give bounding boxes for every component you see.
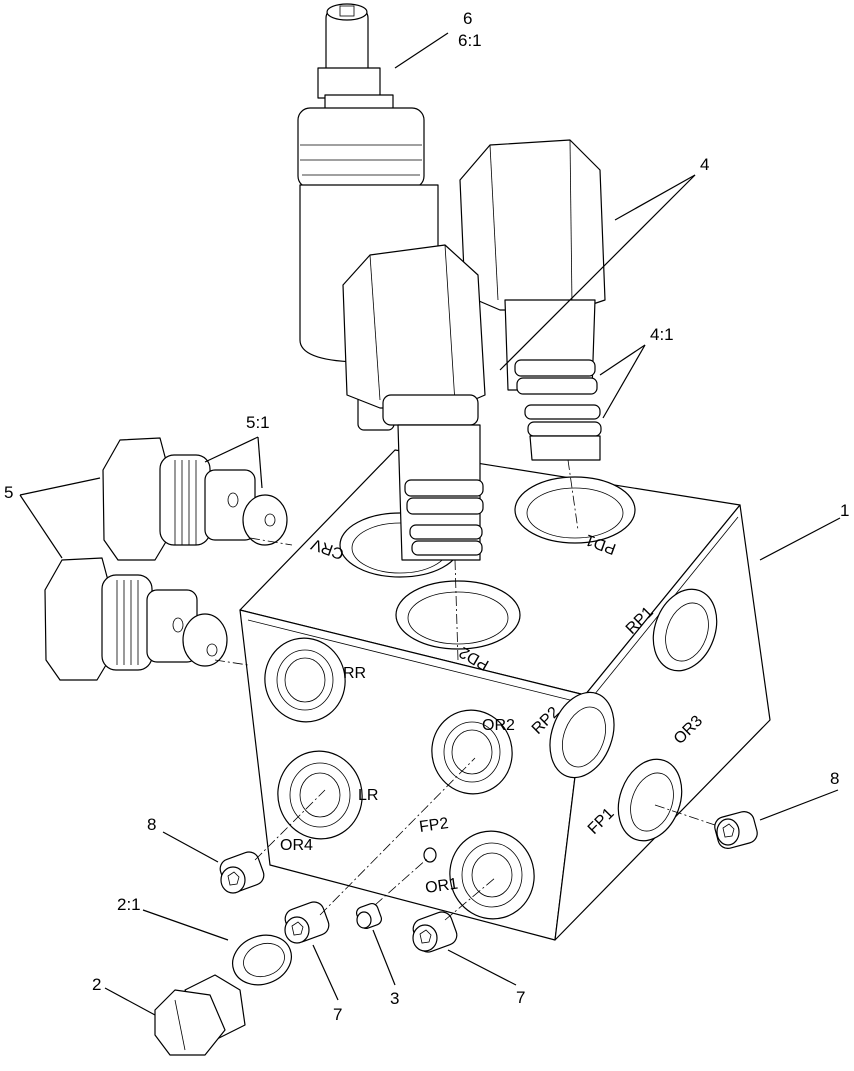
cartridge-5-upper xyxy=(102,437,288,561)
callout-4: 4 xyxy=(700,155,709,174)
port-label-or1: OR1 xyxy=(424,876,459,897)
front-port-fp2-hole xyxy=(423,847,437,863)
check-valve-cartridge-4-right xyxy=(459,139,606,461)
callout-8-right: 8 xyxy=(830,769,839,788)
orifice-3 xyxy=(355,902,383,930)
check-valve-cartridge-4-left xyxy=(342,244,486,561)
right-port-rp1 xyxy=(652,588,718,672)
set-screw-8-left xyxy=(219,851,265,894)
plug-7-left xyxy=(284,901,330,944)
callout-8-left: 8 xyxy=(147,815,156,834)
callout-5-1: 5:1 xyxy=(246,413,270,432)
port-label-or4: OR4 xyxy=(280,837,313,854)
top-port-pd2 xyxy=(395,580,521,650)
leader-lines xyxy=(19,32,841,1016)
front-port-or2 xyxy=(431,709,513,795)
right-port-or3 xyxy=(617,758,683,842)
callout-6-1: 6:1 xyxy=(458,31,482,50)
plug-7-right xyxy=(412,911,458,953)
right-port-rp2 xyxy=(549,691,615,779)
port-label-rr: RR xyxy=(343,665,366,682)
plug-2 xyxy=(154,974,246,1056)
front-port-or1 xyxy=(449,830,535,920)
callout-4-1: 4:1 xyxy=(650,325,674,344)
set-screw-8-right xyxy=(714,811,758,849)
port-label-or2: OR2 xyxy=(482,717,515,734)
cartridge-5-lower xyxy=(44,557,228,681)
callout-1: 1 xyxy=(840,501,849,520)
callout-2-1: 2:1 xyxy=(117,895,141,914)
callout-2: 2 xyxy=(92,975,101,994)
callout-7-right: 7 xyxy=(516,988,525,1007)
callout-3: 3 xyxy=(390,989,399,1008)
port-label-lr: LR xyxy=(358,787,378,804)
port-label-fp2: FP2 xyxy=(418,815,450,836)
callout-5: 5 xyxy=(4,483,13,502)
o-ring-2-1 xyxy=(232,934,292,986)
callout-7-left: 7 xyxy=(333,1005,342,1024)
assembly-centerlines xyxy=(214,459,716,921)
front-port-rr xyxy=(264,637,346,723)
callout-6: 6 xyxy=(463,9,472,28)
